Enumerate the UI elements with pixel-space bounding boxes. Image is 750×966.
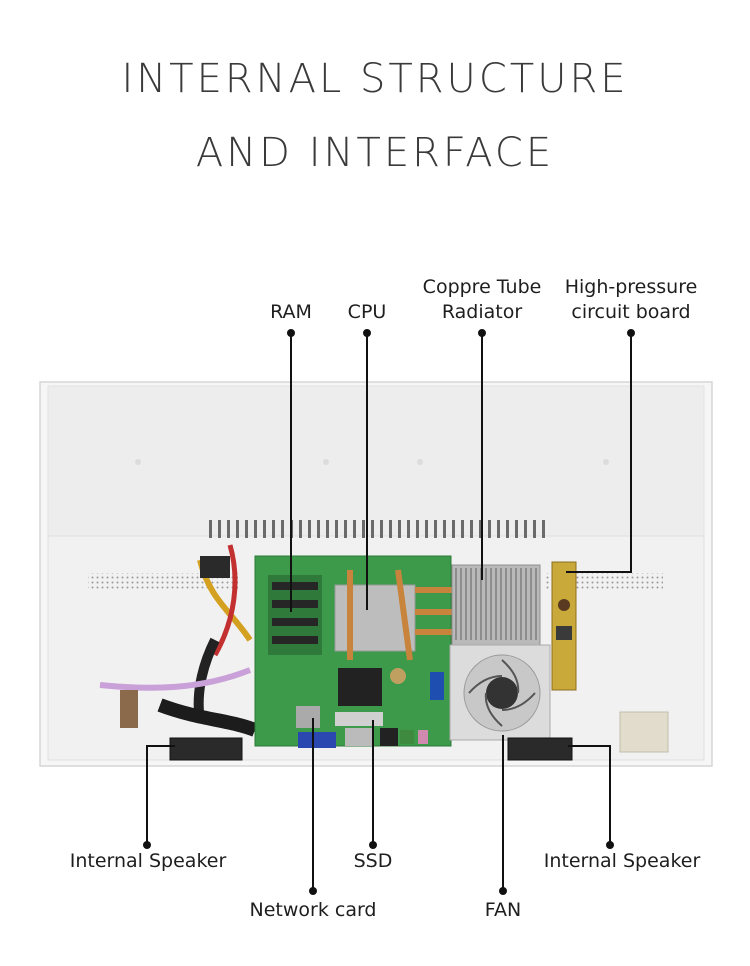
cable-bundle [99, 544, 258, 737]
label-hp-line1: High-pressure [564, 276, 698, 298]
leader-high-pressure [566, 333, 632, 573]
label-ssd: SSD [343, 849, 403, 874]
label-hp-line2: circuit board [571, 301, 691, 323]
label-speaker-right: Internal Speaker [538, 849, 706, 874]
leader-lines [143, 329, 635, 895]
speaker-left [169, 737, 243, 761]
label-fan: FAN [473, 898, 533, 923]
top-vent-slots [205, 520, 545, 538]
speaker-right [507, 737, 573, 761]
title-line-2: AND INTERFACE [195, 130, 555, 176]
label-ram: RAM [262, 300, 320, 325]
leader-speaker-left [146, 745, 175, 845]
label-fan-text: FAN [484, 899, 522, 921]
label-speaker-right-text: Internal Speaker [543, 850, 701, 872]
label-radiator: Coppre Tube Radiator [412, 275, 552, 325]
leader-speaker-right [568, 745, 611, 845]
title-line-1: INTERNAL STRUCTURE [121, 56, 629, 102]
label-network-text: Network card [249, 899, 377, 921]
label-cpu-text: CPU [347, 301, 387, 323]
ssd-module [335, 712, 383, 726]
label-ssd-text: SSD [353, 850, 393, 872]
label-radiator-line2: Radiator [441, 301, 523, 323]
label-speaker-left-text: Internal Speaker [69, 850, 227, 872]
label-network-card: Network card [243, 898, 383, 923]
chipset-heatsink [338, 668, 382, 706]
label-ram-text: RAM [270, 301, 312, 323]
label-radiator-line1: Coppre Tube [422, 276, 542, 298]
label-high-pressure: High-pressure circuit board [556, 275, 706, 325]
fan-unit [449, 644, 551, 741]
label-cpu: CPU [338, 300, 396, 325]
motherboard [254, 555, 460, 748]
label-speaker-left: Internal Speaker [64, 849, 232, 874]
